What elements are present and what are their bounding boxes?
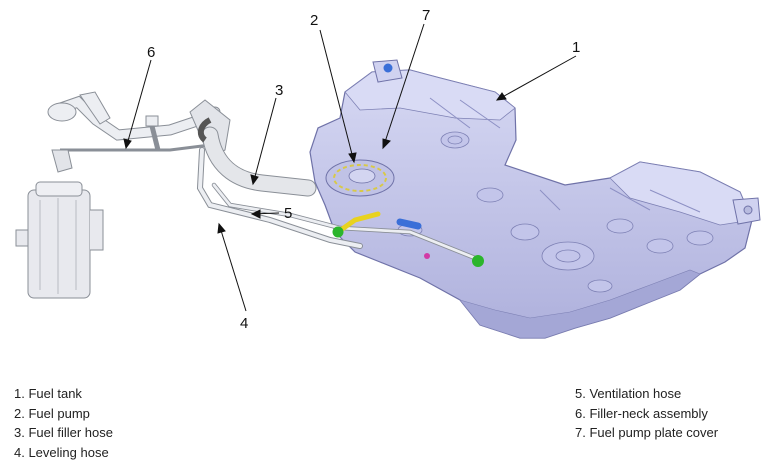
legend-item-filler-neck-assembly: 6. Filler-neck assembly [575, 405, 708, 421]
leader-line-4 [218, 223, 247, 312]
tank-ribs [429, 97, 701, 213]
yellow-connector [335, 211, 381, 235]
leader-line-6 [125, 59, 152, 149]
tank-mount-hole-top [383, 63, 393, 73]
legend-right-column: 5. Ventilation hose 6. Filler-neck assem… [575, 384, 718, 443]
fuel-filler-hose [197, 117, 317, 197]
legend-item-fuel-filler-hose: 3. Fuel filler hose [14, 425, 113, 440]
callout-3: 3 [275, 82, 283, 99]
callout-1: 1 [572, 39, 580, 56]
leader-line-2 [319, 29, 355, 163]
legend-item-leveling-hose: 4. Leveling hose [14, 444, 109, 460]
leveling-hose [196, 147, 363, 249]
leader-line-3 [252, 97, 277, 185]
fuel-system-diagram: 1 2 3 4 5 6 7 [15, 7, 761, 339]
ventilation-hose [211, 182, 478, 261]
callout-7: 7 [422, 7, 430, 24]
tank-mount-hole-right [743, 205, 753, 215]
fuel-tank [309, 59, 761, 339]
leader-line-7 [382, 23, 425, 149]
legend-item-fuel-pump: 2. Fuel pump [14, 405, 90, 421]
blue-connector [396, 218, 422, 230]
legend-item-fuel-tank: 1. Fuel tank [14, 386, 82, 401]
legend-item-ventilation-hose: 5. Ventilation hose [575, 386, 682, 401]
pink-connector [424, 253, 430, 259]
fuel-pump-top [348, 168, 376, 184]
legend-item-fuel-pump-plate-cover: 7. Fuel pump plate cover [575, 425, 719, 440]
callout-5: 5 [284, 205, 292, 222]
leader-line-1 [496, 55, 577, 101]
callout-4: 4 [240, 315, 248, 332]
legend-left-column: 1. Fuel tank 2. Fuel pump 3. Fuel filler… [14, 384, 113, 462]
canister [15, 181, 104, 299]
green-connector-left [332, 226, 344, 238]
plate-cover-bolt-ring [333, 164, 387, 192]
callout-6: 6 [147, 44, 155, 61]
green-connector-right [472, 255, 484, 267]
callout-2: 2 [310, 12, 318, 29]
leader-lines [123, 23, 577, 312]
tank-lower-band [459, 269, 701, 339]
